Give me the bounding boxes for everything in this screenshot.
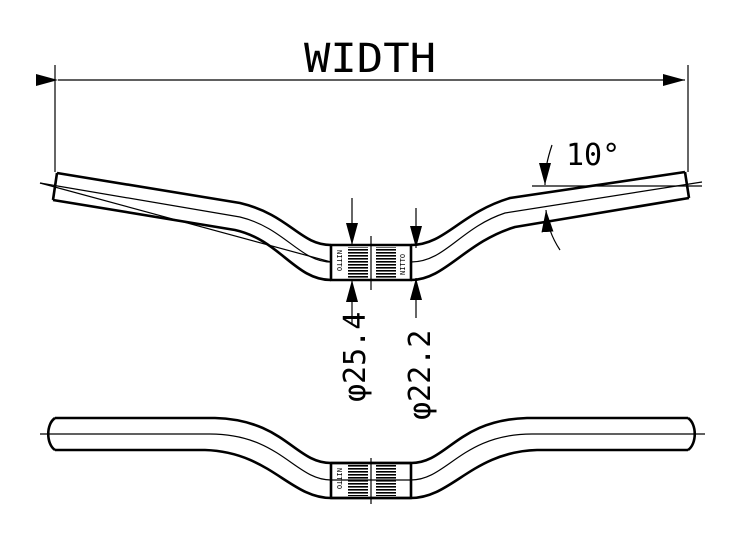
- handlebar-top-view: NITTO NITTO: [39, 170, 703, 290]
- width-label: WIDTH: [304, 36, 436, 82]
- knurling: [348, 247, 396, 278]
- clamp-marking-front: NITTO: [335, 468, 343, 489]
- grip-diameter-dimension: φ22.2: [403, 208, 438, 420]
- clamp-marking-left: NITTO: [335, 250, 343, 271]
- clamp-marking-right: NITTO: [399, 254, 407, 275]
- angle-dimension: 10°: [532, 138, 702, 251]
- handlebar-front-view: NITTO: [40, 416, 705, 504]
- width-dimension: WIDTH: [36, 36, 689, 172]
- angle-label: 10°: [566, 138, 620, 173]
- clamp-diameter-label: φ25.4: [338, 312, 373, 402]
- clamp-diameter-dimension: φ25.4: [338, 198, 373, 402]
- grip-diameter-label: φ22.2: [403, 330, 438, 420]
